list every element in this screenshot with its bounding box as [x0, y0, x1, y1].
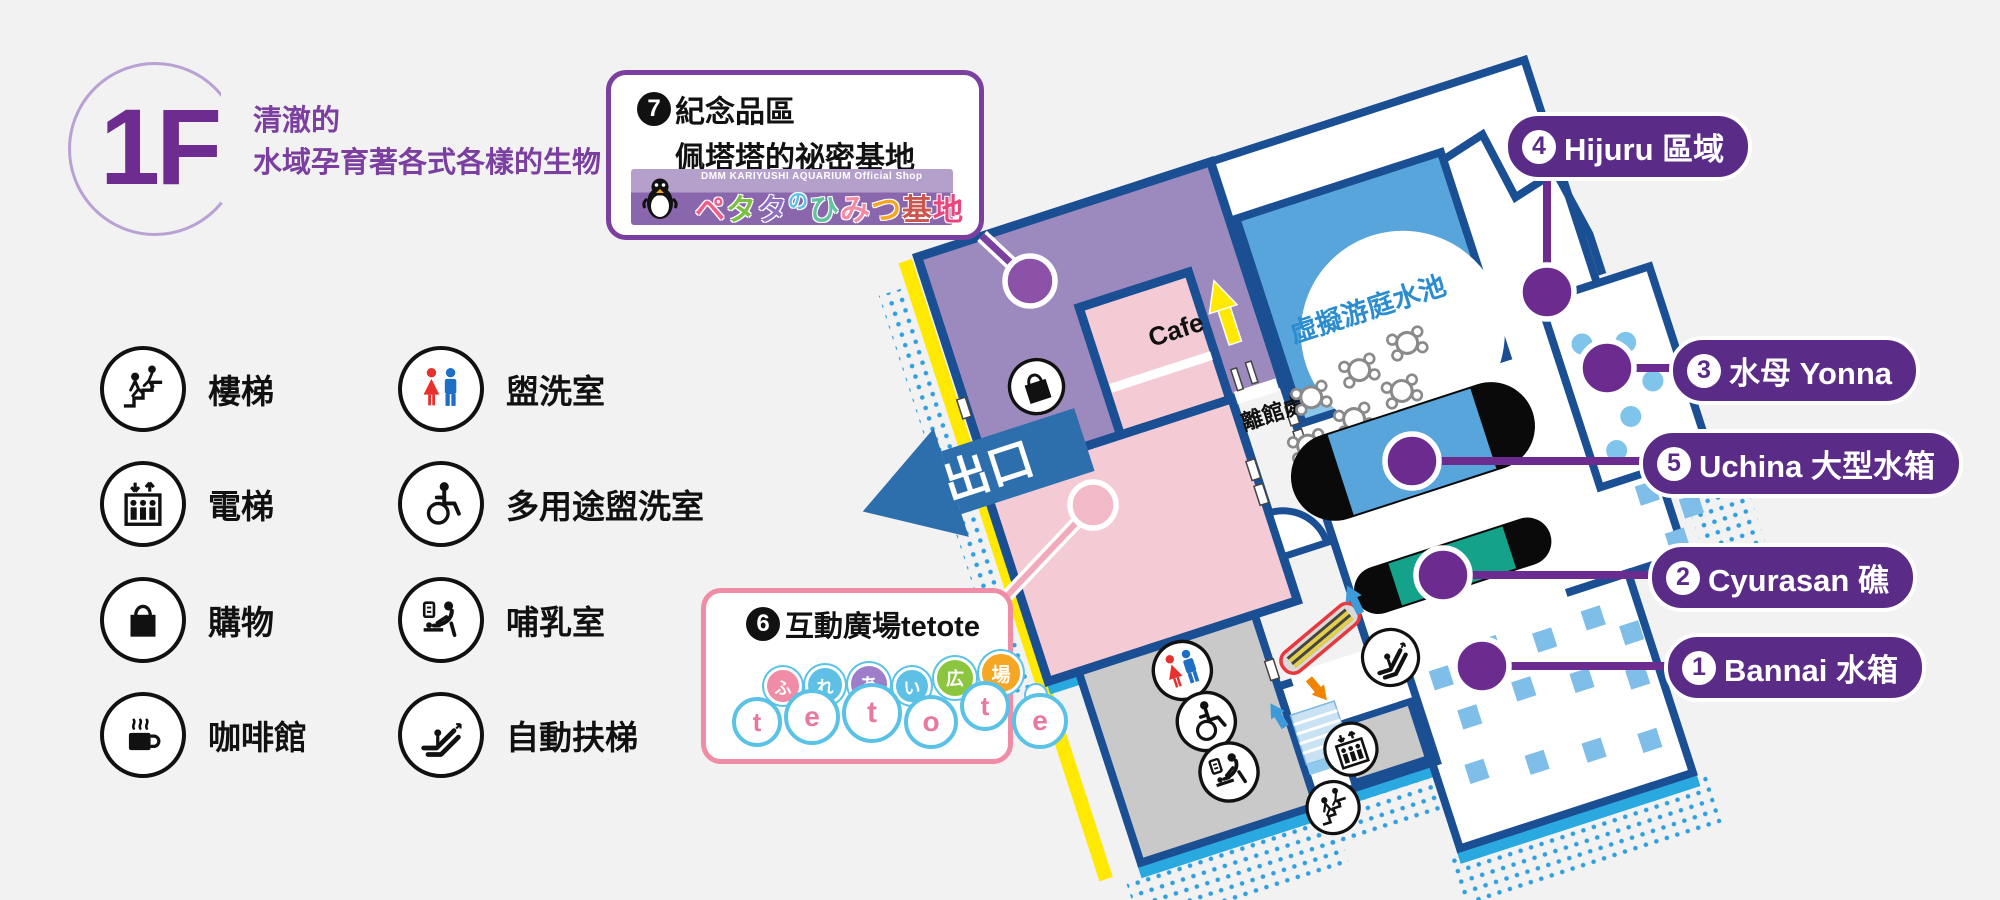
zigzag-wall	[1441, 128, 1607, 276]
connector-dot-6	[1067, 479, 1119, 531]
door-tick	[1283, 403, 1301, 427]
restroom-icon	[398, 346, 484, 432]
legend-item-accessible-restroom: 多用途盥洗室	[398, 461, 704, 547]
accessible-restroom-icon	[398, 461, 484, 547]
pill-cyurasan-reef: 2 Cyurasan 礁	[1648, 543, 1917, 612]
legend-label: 咖啡館	[208, 719, 307, 756]
stairs-icon	[100, 346, 186, 432]
nursing-room-icon	[398, 577, 484, 663]
floor-tagline: 清澈的 水域孕育著各式各樣的生物	[253, 100, 601, 184]
exit-arrow: 出口	[862, 408, 1095, 537]
connector-dot-5	[1382, 431, 1442, 491]
jelly-dot	[1620, 405, 1642, 427]
callout-number-7: 7	[637, 92, 671, 126]
legend-item-elevator: 電梯	[100, 461, 274, 547]
jelly-dot	[1642, 370, 1664, 392]
map-tilted-group: Cafe 離館處 虛擬游庭水池	[878, 54, 1770, 900]
exit-direction-arrow	[1208, 278, 1243, 347]
exit-gap	[1233, 378, 1280, 405]
pill-number: 2	[1666, 560, 1700, 595]
floor-number: 1F	[100, 86, 222, 207]
cafe-counter	[1109, 351, 1213, 393]
legend-label: 樓梯	[208, 373, 274, 410]
floor-tagline-line2: 水域孕育著各式各樣的生物	[253, 147, 602, 180]
connector-dot-4	[1517, 262, 1577, 322]
pill-label: Cyurasan 礁	[1708, 563, 1889, 598]
legend-item-restroom: 盥洗室	[398, 346, 605, 432]
stairs-icon	[1305, 779, 1361, 836]
callout-number-6: 6	[746, 607, 780, 641]
escalator-icon	[398, 692, 484, 778]
pill-label: Bannai 水箱	[1724, 653, 1898, 688]
legend-label: 哺乳室	[506, 604, 605, 641]
tetote-title: 互動廣場tetote	[785, 611, 980, 643]
pill-hijuru-area: 4 Hijuru 區域	[1504, 112, 1753, 181]
map-edge-cyan	[1136, 804, 1325, 879]
floor-circle-decoration	[68, 62, 247, 236]
halftone-shadow	[1124, 811, 1351, 900]
legend-item-shopping: 購物	[100, 577, 274, 663]
cafe-icon	[100, 692, 186, 778]
souvenir-title: 紀念品區	[675, 96, 795, 129]
door-tick	[1229, 366, 1245, 392]
pill-number: 5	[1657, 446, 1691, 481]
pill-number: 4	[1522, 129, 1556, 164]
pill-jellyfish-yonna: 3 水母 Yonna	[1669, 336, 1921, 405]
door-tick	[1244, 360, 1259, 385]
shop-banner: DMM KARIYUSHI AQUARIUM Official Shop ペ タ…	[631, 169, 963, 227]
swing-door	[1264, 507, 1332, 562]
halftone-shadow	[1446, 771, 1723, 900]
jelly-dot	[1606, 439, 1628, 461]
map-edge-cyan	[1456, 771, 1701, 864]
pill-uchina-tank: 5 Uchina 大型水箱	[1639, 429, 1963, 498]
connector-dot-2	[1413, 545, 1473, 605]
escalator-icon	[1360, 627, 1421, 688]
legend-item-stairs: 樓梯	[100, 346, 274, 432]
tetote-logo-small-row: ふ れ あ い 広 場	[764, 651, 1046, 705]
wall-opening	[1411, 585, 1569, 651]
door-tick	[1263, 657, 1281, 682]
pill-label: Uchina 大型水箱	[1699, 449, 1935, 484]
shop-banner-title: ペ タ タ の ひ み つ 基 地	[695, 191, 963, 227]
pill-number: 3	[1687, 353, 1721, 388]
legend-item-nursing-room: 哺乳室	[398, 577, 605, 663]
connector-dot-7	[1002, 253, 1058, 309]
door-tick	[955, 396, 973, 420]
penguin-mascot-icon	[639, 175, 681, 226]
legend-label: 盥洗室	[506, 373, 605, 410]
pill-bannai-tank: 1 Bannai 水箱	[1664, 633, 1926, 702]
shopping-icon	[100, 577, 186, 663]
legend-label: 多用途盥洗室	[506, 488, 704, 525]
nursing-room-icon	[1198, 741, 1260, 803]
legend-label: 電梯	[208, 488, 274, 525]
tetote-callout: 6 互動廣場tetote ふ れ あ い 広 場 t e t o t e	[701, 588, 1068, 764]
tetote-logo-big-row: t e t o t e	[732, 681, 1068, 749]
door-tick	[1253, 482, 1270, 507]
elevator-icon	[1323, 721, 1379, 777]
callout-connectors	[977, 178, 1700, 696]
pill-label: 水母 Yonna	[1729, 356, 1893, 391]
legend-item-cafe: 咖啡館	[100, 692, 307, 778]
floor-header: 1F 清澈的 水域孕育著各式各樣的生物	[68, 62, 668, 252]
shop-banner-caption: DMM KARIYUSHI AQUARIUM Official Shop	[701, 171, 923, 182]
legend-label: 購物	[208, 604, 274, 641]
floor-tagline-line1: 清澈的	[253, 105, 341, 137]
door-tick	[1244, 457, 1262, 482]
pill-label: Hijuru 區域	[1564, 132, 1725, 167]
souvenir-callout: 7 紀念品區 佩塔塔的祕密基地 DMM KARIYUSHI AQUARIUM O…	[606, 70, 984, 240]
connector-dot-3	[1577, 338, 1637, 398]
elevator-icon	[100, 461, 186, 547]
legend-label: 自動扶梯	[506, 719, 638, 756]
legend-item-escalator: 自動扶梯	[398, 692, 638, 778]
connector-dot-1	[1452, 636, 1512, 696]
pill-number: 1	[1682, 650, 1716, 685]
shopping-icon	[1007, 357, 1066, 416]
up-arrow-blue	[1345, 585, 1365, 616]
